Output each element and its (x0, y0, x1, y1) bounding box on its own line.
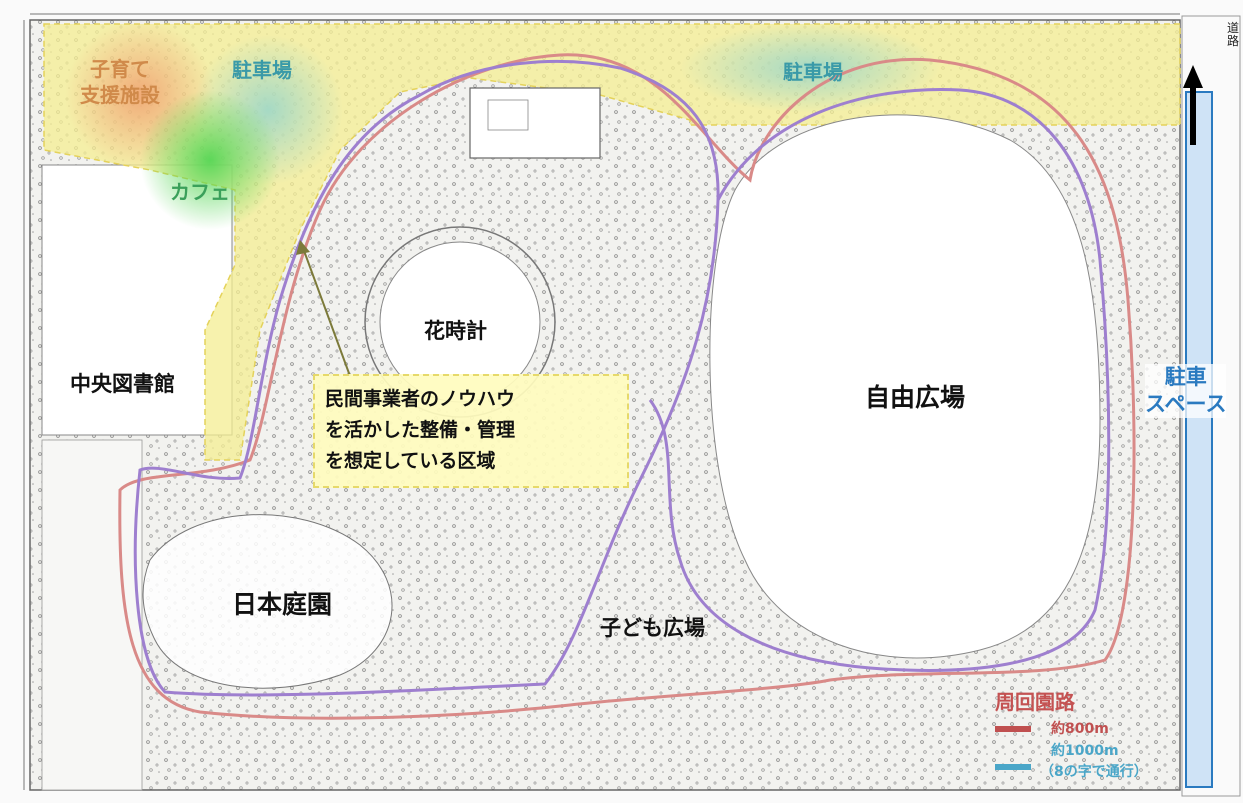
parking-space-label: 駐車 スペース (1145, 364, 1227, 418)
callout-line: を想定している区域 (325, 450, 496, 472)
road-label: 道路 (1226, 21, 1239, 48)
central-library-label: 中央図書館 (70, 372, 175, 396)
flower-clock-label: 花時計 (424, 319, 487, 343)
legend-item-1000m: 約1000m (1051, 743, 1119, 759)
callout-line: を活かした整備・管理 (325, 419, 516, 441)
callout-line: 民間事業者のノウハウ (325, 388, 516, 410)
private-zone-callout: 民間事業者のノウハウ を活かした整備・管理 を想定している区域 (313, 374, 629, 488)
children-plaza-label: 子ども広場 (600, 616, 705, 640)
parking-nw-label: 駐車場 (232, 58, 292, 82)
parking-north-label: 駐車場 (783, 60, 843, 84)
cafe-label: カフェ (170, 180, 230, 204)
japanese-garden-label: 日本庭園 (232, 590, 333, 619)
free-plaza-label: 自由広場 (865, 383, 966, 412)
childcare-facility-label: 子育て 支援施設 (80, 57, 160, 107)
legend-title: 周回園路 (995, 690, 1075, 714)
legend-item-800m: 約800m (1051, 721, 1109, 737)
legend-item-figure8: （8の字で通行） (1040, 764, 1148, 780)
